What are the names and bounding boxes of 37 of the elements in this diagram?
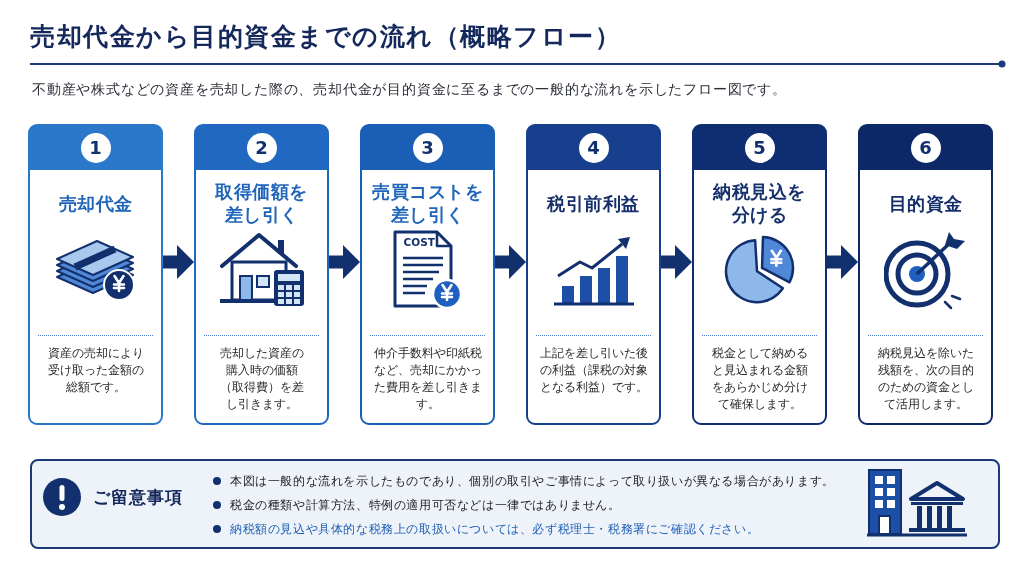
- step-card: [692, 124, 827, 425]
- arrow: [163, 245, 194, 279]
- step-description: 資産の売却により受け取った金額の総額です。: [47, 345, 144, 396]
- icon-label: COST: [403, 236, 435, 248]
- step-description: 仲介手数料や印紙税など、売却にかかった費用を差し引きます。: [372, 345, 483, 413]
- step-description: 上記を差し引いた後の利益（課税の対象となる利益）です。: [538, 345, 649, 396]
- step-number: 5: [744, 133, 775, 163]
- arrow: [329, 245, 360, 279]
- step-description: 税金として納めると見込まれる金額をあらかじめ分けて確保します。: [710, 345, 809, 413]
- step-number: 3: [412, 133, 443, 163]
- step-number: 6: [910, 133, 941, 163]
- subtitle-text: 不動産や株式などの資産を売却した際の、売却代金が目的資金に至るまでの一般的な流れを示したフロー図です。: [32, 80, 787, 98]
- arrow: [661, 245, 692, 279]
- step-card: [526, 124, 661, 425]
- arrow: [827, 245, 858, 279]
- step-description: 売却した資産の購入時の価額（取得費）を差し引きます。: [219, 345, 304, 413]
- step-card: [360, 124, 495, 425]
- notice-panel: [30, 459, 1000, 549]
- step-card: [194, 124, 329, 425]
- arrow: [495, 245, 526, 279]
- step-number: 2: [246, 133, 277, 163]
- step-title: 目的資金: [888, 191, 963, 215]
- note-text: 本図は一般的な流れを示したものであり、個別の取引やご事情によって取り扱いが異なる場合があります。: [230, 473, 835, 489]
- page-title: 売却代金から目的資金までの流れ（概略フロー）: [30, 21, 621, 53]
- step-title: 売買コストを差し引く: [371, 180, 484, 226]
- step-number: 4: [578, 133, 609, 163]
- step-card: [28, 124, 163, 425]
- notice-heading: ご留意事項: [93, 486, 183, 508]
- step-title: 税引前利益: [547, 191, 640, 215]
- step-card: [858, 124, 993, 425]
- step-description: 納税見込を除いた残額を、次の目的のための資金として活用します。: [876, 345, 975, 413]
- step-title: 取得価額を差し引く: [214, 180, 309, 226]
- step-number: 1: [80, 133, 111, 163]
- note-text: 税金の種類や計算方法、特例の適用可否などは一律ではありません。: [230, 497, 621, 513]
- step-title: 売却代金: [58, 191, 133, 215]
- note-text: 納税額の見込や具体的な税務上の取扱いについては、必ず税理士・税務署にご確認ください。: [230, 521, 760, 537]
- step-title: 納税見込を分ける: [711, 180, 807, 226]
